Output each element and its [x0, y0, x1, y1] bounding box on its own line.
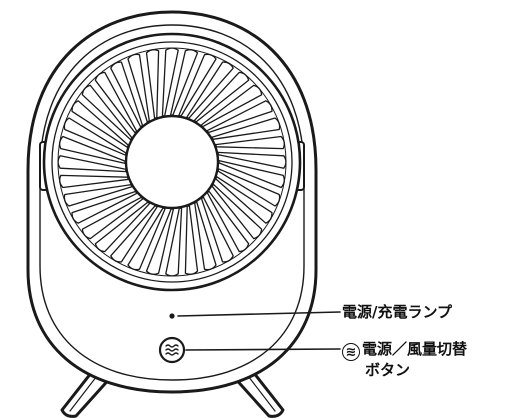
fan-blade	[211, 117, 281, 140]
fan-blade	[217, 168, 281, 207]
fan-blade	[110, 61, 144, 128]
button-label-line1: 電源／風量切替	[362, 340, 468, 358]
fan-blade	[63, 117, 127, 156]
fan-blade	[94, 201, 151, 253]
fan-blade	[165, 207, 183, 277]
fan-blade	[127, 53, 150, 123]
fan-blade	[200, 196, 234, 263]
button-leader-line	[185, 348, 341, 351]
fan-blade	[127, 207, 166, 271]
fan-blade	[194, 201, 217, 271]
fan-hub	[124, 114, 220, 210]
fan-blade	[81, 196, 144, 240]
fan-blade	[145, 208, 175, 275]
fan-blade	[161, 47, 179, 117]
fan-blade	[206, 190, 250, 253]
fan-blade	[200, 84, 263, 128]
fan-blade	[206, 100, 273, 134]
fan-blade	[215, 135, 285, 150]
power-charge-lamp	[169, 313, 175, 319]
fan-blade	[110, 205, 158, 263]
lamp-label-text: 電源/充電ランプ	[342, 303, 453, 321]
lamp-label: 電源/充電ランプ	[342, 303, 452, 321]
fan-blade	[186, 61, 234, 119]
fan-blade	[145, 49, 160, 119]
fan-blade	[218, 159, 285, 189]
fan-blade	[193, 71, 250, 123]
button-label: ≋電源／風量切替 ボタン	[342, 340, 467, 379]
fan-blade	[71, 190, 138, 224]
fan-blade	[178, 53, 217, 117]
power-speed-button[interactable]	[158, 336, 186, 364]
fan-blade	[211, 183, 263, 240]
fan-blade	[94, 71, 138, 134]
fan-blade	[169, 49, 199, 116]
fan-blade	[217, 151, 287, 169]
fan-grille-blades	[57, 47, 287, 277]
fan-blade	[215, 176, 273, 224]
fan-blade	[59, 135, 126, 165]
fan-blade	[57, 155, 127, 173]
fan-blade	[71, 100, 129, 148]
fan-blade	[63, 184, 133, 207]
button-label-line2: ボタン	[365, 361, 411, 379]
wind-waves-icon: ≋	[342, 343, 360, 361]
fan-blade	[81, 84, 133, 141]
lamp-leader-line	[177, 311, 341, 317]
fan-blade	[59, 174, 129, 189]
fan-blade	[184, 205, 199, 275]
